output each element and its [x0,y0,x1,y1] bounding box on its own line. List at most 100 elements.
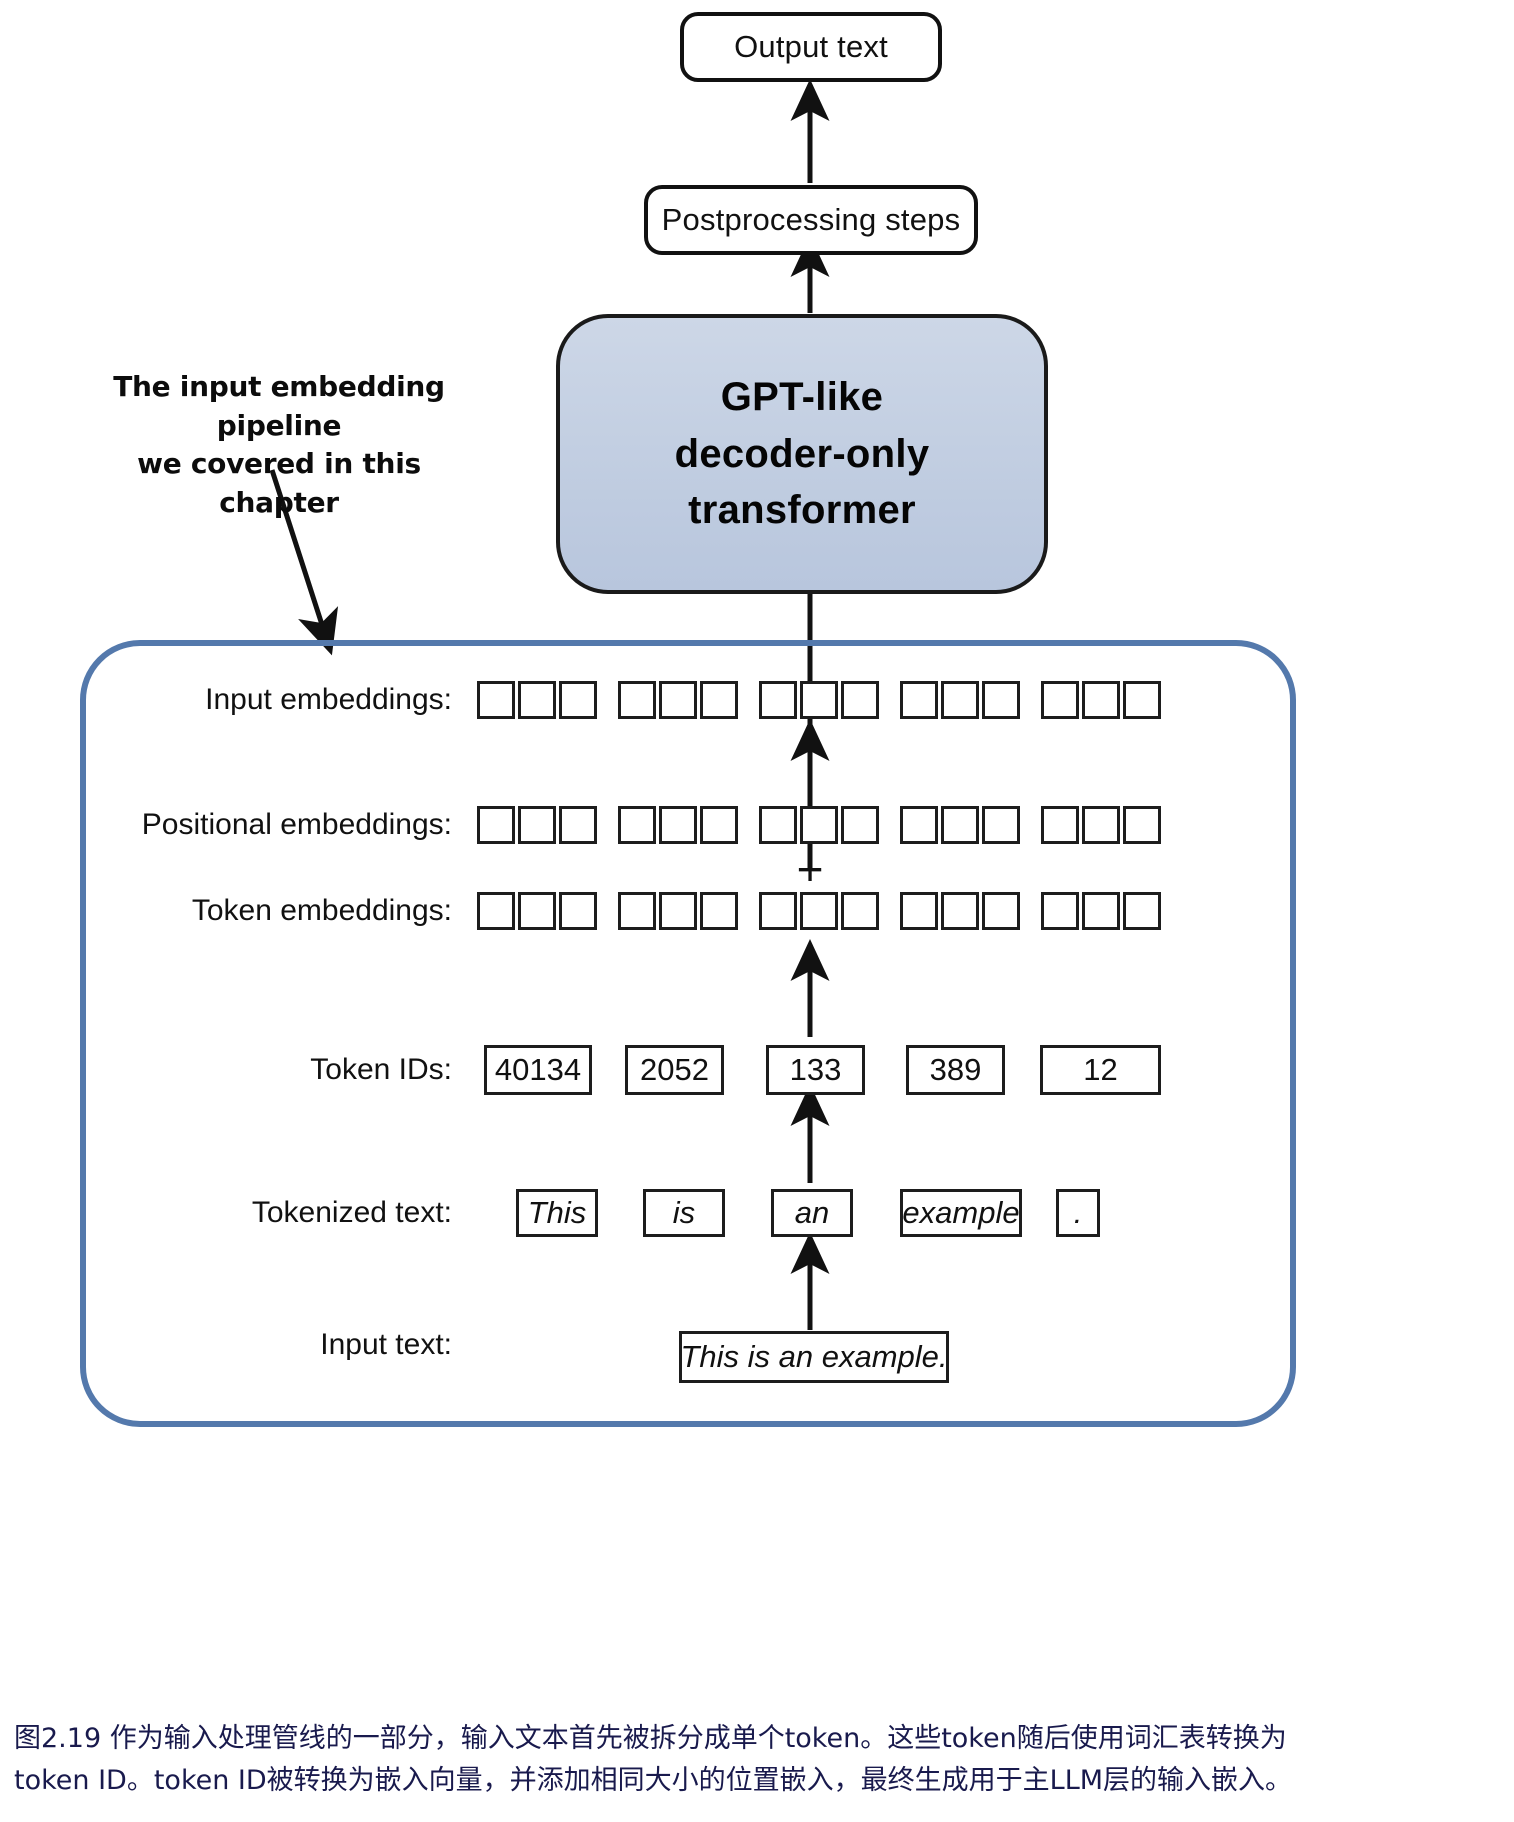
embedding-cell [477,681,515,719]
output-text-label: Output text [734,29,888,64]
token-embedding-group [759,892,879,930]
token-box: an [771,1189,853,1237]
label-token-embeddings: Token embeddings: [191,894,452,927]
input-text-box: This is an example. [679,1331,949,1383]
embedding-cell [518,681,556,719]
embedding-cell [1041,892,1079,930]
positional-embedding-group [1041,806,1161,844]
token-value: an [794,1195,830,1230]
token-value: . [1073,1195,1083,1230]
embedding-cell [900,681,938,719]
token-embedding-group [618,892,738,930]
input-text-value: This is an example. [680,1339,948,1374]
embedding-cell [618,681,656,719]
embedding-cell [1123,681,1161,719]
token-value: is [672,1195,696,1230]
embedding-cell [800,892,838,930]
embedding-cell [982,681,1020,719]
embedding-cell [941,681,979,719]
input-embedding-group [759,681,879,719]
input-embedding-group [477,681,597,719]
input-embedding-pipeline-container [80,640,1296,1427]
token-id-box: 40134 [484,1045,592,1095]
token-box: example [900,1189,1022,1237]
embedding-cell [941,892,979,930]
positional-embedding-group [477,806,597,844]
token-box: This [516,1189,598,1237]
embedding-cell [477,806,515,844]
transformer-line-2: decoder-only [674,431,930,476]
embedding-cell [900,892,938,930]
embedding-cell [1041,681,1079,719]
token-id-value: 2052 [640,1052,709,1087]
embedding-cell [800,681,838,719]
input-embedding-group [618,681,738,719]
embedding-cell [700,892,738,930]
postprocessing-box: Postprocessing steps [644,185,978,255]
plus-sign: + [796,843,824,895]
embedding-cell [618,892,656,930]
input-embedding-group [900,681,1020,719]
positional-embedding-group [900,806,1020,844]
embedding-cell [618,806,656,844]
embedding-cell [759,806,797,844]
token-id-value: 389 [929,1052,982,1087]
label-positional-embeddings: Positional embeddings: [141,808,452,841]
embedding-cell [518,892,556,930]
token-id-box: 2052 [625,1045,724,1095]
annotation-line-2: we covered in this chapter [137,447,421,519]
output-text-box: Output text [680,12,942,82]
embedding-cell [759,892,797,930]
embedding-cell [759,681,797,719]
embedding-cell [900,806,938,844]
input-embedding-group [1041,681,1161,719]
embedding-cell [1041,806,1079,844]
embedding-cell [1123,806,1161,844]
transformer-label: GPT-like decoder-only transformer [675,369,930,539]
embedding-cell [841,806,879,844]
embedding-cell [800,806,838,844]
label-token-ids: Token IDs: [310,1053,452,1086]
embedding-cell [700,806,738,844]
caption-line-1: 图2.19 作为输入处理管线的一部分，输入文本首先被拆分成单个token。这些t… [14,1723,1287,1754]
embedding-cell [659,806,697,844]
embedding-cell [559,806,597,844]
token-value: This [527,1195,587,1230]
gpt-transformer-box: GPT-like decoder-only transformer [556,314,1048,594]
label-tokenized-text: Tokenized text: [251,1196,452,1229]
caption-line-2: token ID。token ID被转换为嵌入向量，并添加相同大小的位置嵌入，最… [14,1764,1293,1796]
token-id-value: 12 [1083,1052,1118,1087]
token-value: example [902,1195,1020,1230]
embedding-cell [477,892,515,930]
token-box: is [643,1189,725,1237]
embedding-cell [518,806,556,844]
token-id-box: 133 [766,1045,865,1095]
token-embedding-group [900,892,1020,930]
token-id-box: 12 [1040,1045,1161,1095]
embedding-cell [1082,892,1120,930]
embedding-cell [659,681,697,719]
embedding-cell [841,892,879,930]
embedding-cell [941,806,979,844]
embedding-cell [559,681,597,719]
embedding-cell [1082,806,1120,844]
embedding-cell [559,892,597,930]
embedding-cell [659,892,697,930]
transformer-line-3: transformer [688,488,916,533]
annotation-note: The input embedding pipeline we covered … [88,368,470,523]
embedding-cell [1123,892,1161,930]
positional-embedding-group [618,806,738,844]
embedding-cell [982,892,1020,930]
embedding-cell [1082,681,1120,719]
label-input-text: Input text: [320,1328,452,1361]
token-embedding-group [477,892,597,930]
token-id-value: 133 [789,1052,842,1087]
embedding-cell [700,681,738,719]
annotation-line-1: The input embedding pipeline [113,370,445,442]
postprocessing-label: Postprocessing steps [661,202,961,237]
embedding-cell [982,806,1020,844]
token-box: . [1056,1189,1100,1237]
token-id-value: 40134 [494,1052,582,1087]
label-input-embeddings: Input embeddings: [205,683,452,716]
